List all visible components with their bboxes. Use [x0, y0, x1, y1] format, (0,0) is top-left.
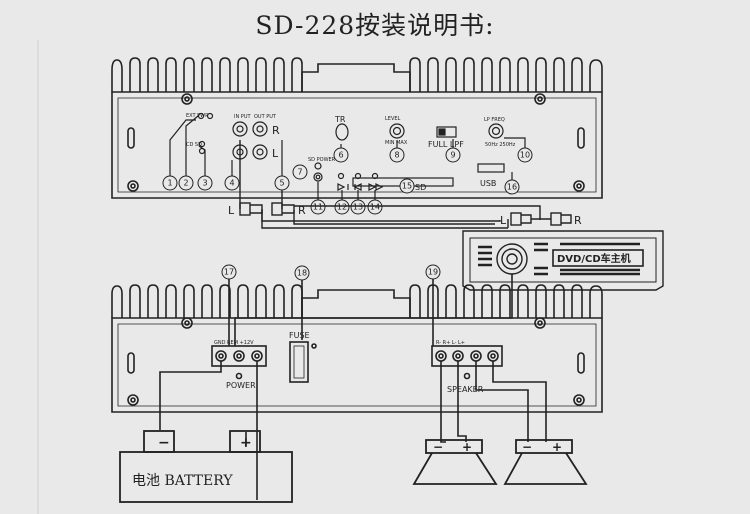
sd-power-label: SD POWER: [308, 157, 336, 163]
callout-7: 7: [292, 164, 308, 180]
svg-text:6: 6: [338, 151, 343, 160]
svg-text:16: 16: [507, 183, 517, 192]
callouts-top: 1 2 3 4 5 6 7 8 9 10 11 12 13 14 15 16: [162, 147, 533, 215]
callout-4: 4: [224, 175, 240, 191]
speaker-label: SPEAKER: [447, 385, 484, 394]
power-label: POWER: [226, 381, 256, 390]
svg-text:2: 2: [183, 179, 188, 188]
speaker-left-pos: +: [462, 440, 472, 454]
svg-text:3: 3: [202, 179, 207, 188]
callout-17: 17: [221, 264, 237, 280]
svg-text:7: 7: [297, 168, 302, 177]
amp-bottom-labels: FUSE GND REM +12V POWER R- R+ L- L+ SPEA…: [214, 331, 484, 394]
out-put-label: OUT PUT: [254, 114, 277, 120]
callout-5: 5: [274, 175, 290, 191]
callout-11: 11: [310, 199, 326, 215]
full-lpf-label: FULL LPF: [428, 140, 464, 149]
rca-labels: L R L R: [228, 204, 582, 227]
svg-text:11: 11: [313, 203, 323, 212]
speaker-left-neg: −: [433, 440, 443, 454]
speaker-right-pos: +: [552, 440, 562, 454]
speaker-terminals-label: R- R+ L- L+: [436, 340, 465, 346]
callout-10: 10: [517, 147, 533, 163]
svg-text:5: 5: [279, 179, 284, 188]
svg-text:8: 8: [394, 151, 399, 160]
channel-l-label: L: [272, 147, 279, 160]
callout-18: 18: [294, 265, 310, 281]
svg-text:4: 4: [229, 179, 234, 188]
svg-text:19: 19: [428, 268, 438, 277]
amp-top-labels: EXT PWR CD SD IN PUT OUT PUT R L TR LEVE…: [186, 113, 516, 192]
in-put-label: IN PUT: [234, 114, 251, 120]
channel-r-label: R: [272, 124, 280, 137]
level-label: LEVEL: [385, 116, 401, 122]
callout-15: 15: [399, 178, 415, 194]
svg-text:12: 12: [337, 203, 347, 212]
callout-14: 14: [367, 199, 383, 215]
rca-l2-label: L: [500, 214, 507, 227]
svg-text:9: 9: [450, 151, 455, 160]
svg-text:13: 13: [353, 203, 363, 212]
callout-12: 12: [334, 199, 350, 215]
callout-1: 1: [162, 175, 178, 191]
rca-l1-label: L: [228, 204, 235, 217]
svg-text:15: 15: [402, 182, 412, 191]
callout-6: 6: [333, 147, 349, 163]
svg-text:1: 1: [167, 179, 172, 188]
power-terminals-label: GND REM +12V: [214, 340, 254, 346]
svg-text:14: 14: [370, 203, 380, 212]
rca-r2-label: R: [574, 214, 582, 227]
callout-3: 3: [197, 175, 213, 191]
page-title: SD-228按装说明书:: [255, 11, 495, 40]
callout-2: 2: [178, 175, 194, 191]
callout-9: 9: [445, 147, 461, 163]
battery-neg-symbol: −: [158, 435, 170, 451]
rca-cables: [239, 140, 572, 229]
lp-freq-label: LP FREQ: [484, 117, 505, 123]
svg-text:10: 10: [520, 151, 530, 160]
speaker-left: [412, 439, 498, 485]
speaker-right-neg: −: [522, 440, 532, 454]
head-unit-display: DVD/CD车主机: [557, 252, 631, 265]
head-unit: [462, 230, 664, 291]
freq-range-label: 50Hz 250Hz: [485, 142, 516, 148]
battery-label: 电池 BATTERY: [132, 473, 233, 489]
callout-8: 8: [389, 147, 405, 163]
rca-r1-label: R: [298, 204, 306, 217]
ext-pwr-label: EXT PWR: [186, 113, 209, 119]
battery: [119, 430, 293, 503]
min-max-label: MIN MAX: [385, 140, 408, 146]
speaker-right: [503, 439, 588, 485]
wiring: [159, 274, 547, 500]
usb-label: USB: [480, 179, 496, 188]
amplifier-top: [111, 57, 603, 199]
battery-pos-symbol: +: [240, 435, 252, 451]
callout-16: 16: [504, 179, 520, 195]
tr-label: TR: [334, 115, 346, 124]
callout-19: 19: [425, 264, 441, 280]
svg-text:18: 18: [297, 269, 307, 278]
callouts-bottom: 17 18 19: [221, 264, 441, 281]
fuse-label: FUSE: [289, 331, 310, 340]
callout-13: 13: [350, 199, 366, 215]
svg-text:17: 17: [224, 268, 234, 277]
cd-sd-label: CD SD: [186, 142, 202, 148]
sd-label: SD: [415, 183, 426, 192]
amp-top-controls: [169, 112, 526, 203]
